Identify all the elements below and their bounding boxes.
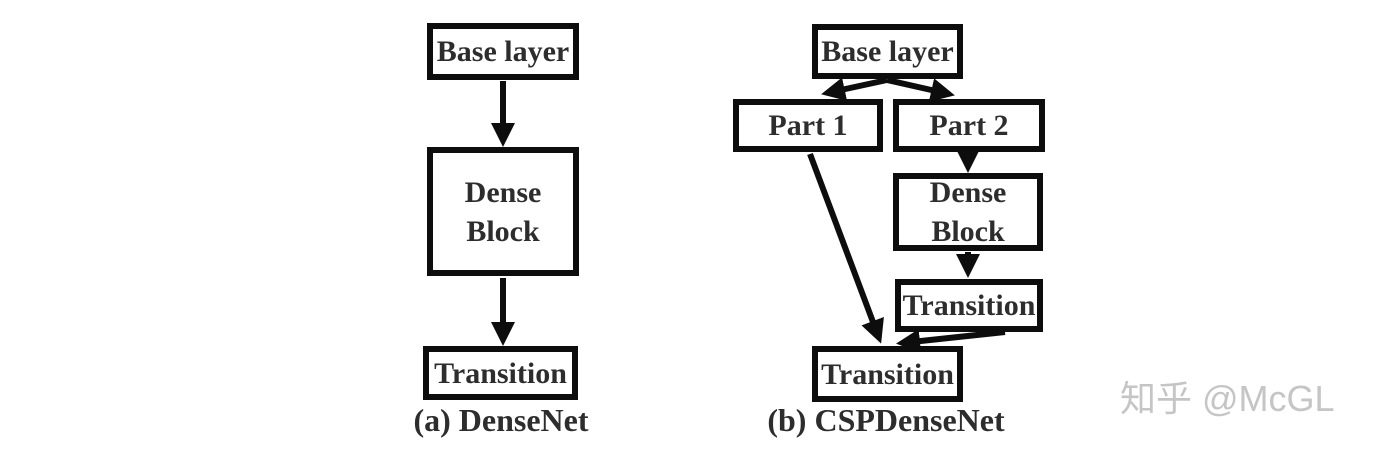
arrow-b-transition1-to-transition2 (896, 329, 1006, 354)
node-b-part1: Part 1 (733, 99, 883, 152)
caption-densenet: (a) DenseNet (413, 402, 589, 438)
node-a-transition: Transition (423, 346, 578, 400)
zhihu-watermark: 知乎 @McGL (1120, 378, 1335, 419)
node-a-dense-block: Dense Block (427, 147, 579, 276)
arrow-b-base-to-part1 (821, 77, 888, 101)
arrow-b-base-to-part2 (886, 77, 955, 102)
node-b-dense-block: Dense Block (893, 173, 1043, 251)
caption-cspdensenet: (b) CSPDenseNet (767, 402, 1005, 438)
node-b-transition-1: Transition (895, 279, 1043, 332)
node-b-base-layer: Base layer (812, 24, 963, 79)
node-a-base-layer: Base layer (427, 23, 579, 80)
arrow-b-part1-to-transition2 (807, 152, 884, 344)
node-b-transition-2: Transition (812, 346, 963, 402)
node-b-part2: Part 2 (893, 99, 1045, 152)
